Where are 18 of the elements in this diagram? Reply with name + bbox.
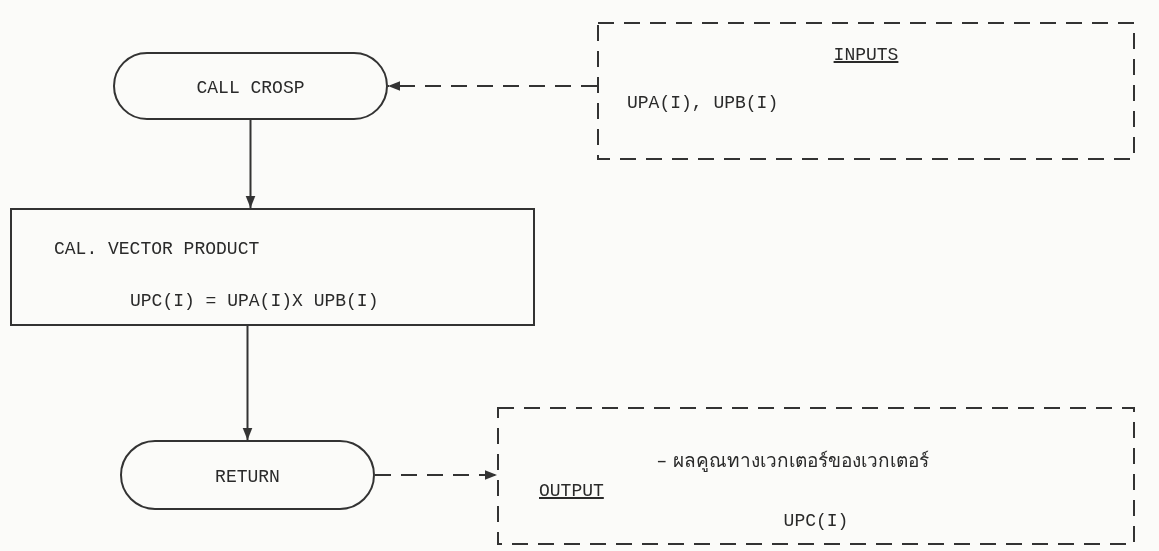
input-box <box>597 22 1135 160</box>
variable-list: UPC(I) <box>783 510 849 532</box>
arrow <box>242 325 253 441</box>
terminal-label: RETURN <box>215 466 280 488</box>
box-heading: OUTPUT <box>539 480 604 502</box>
arrow <box>245 119 256 209</box>
process-box <box>10 208 535 326</box>
description-text: – ผลคูณทางเวกเตอร์ของเวกเตอร์ <box>657 449 929 471</box>
output-box <box>497 407 1135 545</box>
dashed-arrow <box>387 81 598 91</box>
process-label: CAL. VECTOR PRODUCT <box>54 238 260 260</box>
formula-text: UPC(I) = UPA(I)X UPB(I) <box>130 290 379 312</box>
box-heading: INPUTS <box>833 44 899 66</box>
terminal-label: CALL CROSP <box>196 77 305 99</box>
start-terminal <box>113 52 388 120</box>
end-terminal <box>120 440 375 510</box>
dashed-arrow <box>374 470 498 480</box>
variable-list: UPA(I), UPB(I) <box>627 92 779 114</box>
